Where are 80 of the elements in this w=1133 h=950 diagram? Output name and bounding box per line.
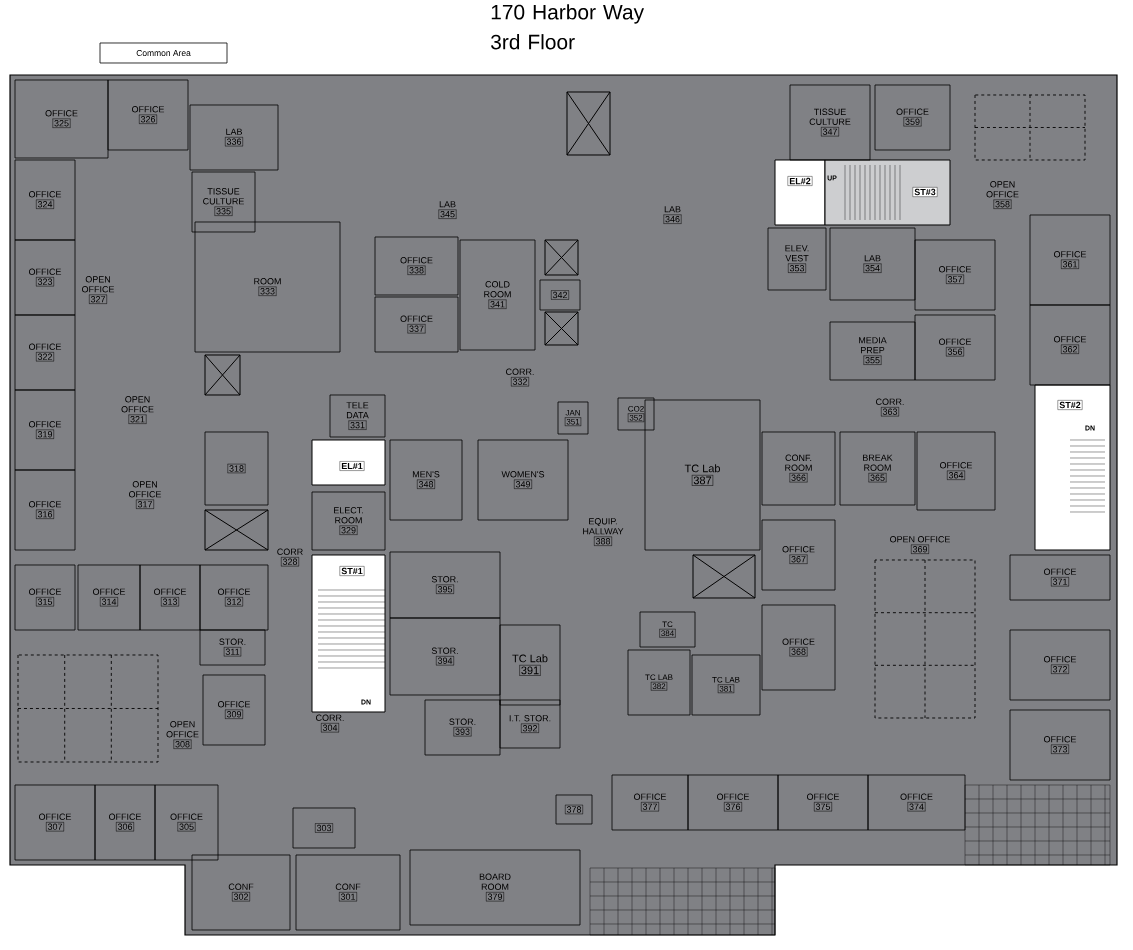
room: OFFICE 374 bbox=[867, 774, 966, 831]
room: ROOM 333 bbox=[194, 221, 341, 353]
room: MEDIA PREP 355 bbox=[829, 321, 916, 381]
room: ELECT. ROOM 329 bbox=[311, 491, 386, 551]
room: OFFICE 375 bbox=[777, 774, 869, 831]
room: OFFICE 364 bbox=[916, 431, 996, 511]
room: OFFICE 372 bbox=[1009, 629, 1111, 701]
room-label: OPEN OFFICE 308 bbox=[166, 721, 199, 749]
room: 378 bbox=[555, 794, 593, 825]
room: MEN'S 348 bbox=[389, 439, 463, 521]
room: OFFICE 325 bbox=[14, 79, 109, 159]
room: OFFICE 323 bbox=[14, 239, 76, 316]
room-label: OPEN OFFICE 358 bbox=[986, 181, 1019, 209]
tag: EL#1 bbox=[339, 461, 365, 471]
room: LAB 354 bbox=[829, 227, 916, 301]
room: OFFICE 326 bbox=[107, 79, 189, 151]
room: OFFICE 356 bbox=[914, 314, 996, 381]
room: I.T. STOR. 392 bbox=[499, 699, 561, 749]
room-label: CORR. 332 bbox=[506, 368, 534, 387]
room: TISSUE CULTURE 347 bbox=[789, 84, 871, 161]
room-label: OPEN OFFICE 369 bbox=[890, 536, 950, 554]
room-label: EQUIP. HALLWAY 388 bbox=[583, 518, 624, 546]
room: OFFICE 315 bbox=[14, 564, 76, 631]
room: TC Lab 387 bbox=[644, 399, 761, 551]
room: BREAK ROOM 365 bbox=[839, 431, 916, 506]
room: BOARD ROOM 379 bbox=[409, 849, 581, 926]
room: OFFICE 305 bbox=[154, 784, 219, 861]
room-label: CORR. 304 bbox=[316, 714, 344, 733]
room: STOR. 393 bbox=[424, 699, 501, 756]
room-label: LAB 345 bbox=[438, 201, 457, 219]
room: 303 bbox=[292, 807, 356, 849]
room: CONF. ROOM 366 bbox=[761, 431, 836, 506]
room: TISSUE CULTURE 335 bbox=[191, 171, 256, 233]
room: STOR. 394 bbox=[389, 617, 501, 696]
room: OFFICE 309 bbox=[202, 674, 266, 746]
room: OFFICE 338 bbox=[374, 236, 459, 296]
room: WOMEN'S 349 bbox=[477, 439, 569, 521]
room: OFFICE 359 bbox=[874, 84, 951, 151]
tag: ST#3 bbox=[912, 187, 938, 197]
room: COLD ROOM 341 bbox=[459, 239, 536, 351]
room: OFFICE 376 bbox=[687, 774, 779, 831]
room: OFFICE 313 bbox=[139, 564, 201, 631]
room: TC Lab 391 bbox=[499, 624, 561, 706]
room: OFFICE 322 bbox=[14, 314, 76, 391]
room: STOR. 311 bbox=[199, 629, 266, 666]
room: TELE DATA 331 bbox=[329, 394, 386, 438]
room: STOR. 395 bbox=[389, 551, 501, 619]
room: OFFICE 362 bbox=[1029, 304, 1111, 386]
tag: ST#2 bbox=[1057, 400, 1083, 410]
room: OFFICE 306 bbox=[94, 784, 156, 861]
room: OFFICE 316 bbox=[14, 469, 76, 551]
room-label: CORR 328 bbox=[277, 548, 303, 567]
room: OFFICE 312 bbox=[199, 564, 269, 631]
room: LAB 336 bbox=[189, 104, 279, 171]
room: OFFICE 307 bbox=[14, 784, 96, 861]
title: 170 Harbor Way 3rd Floor bbox=[491, 4, 644, 50]
room: OFFICE 314 bbox=[77, 564, 141, 631]
room: 318 bbox=[204, 431, 269, 506]
room: 342 bbox=[539, 279, 581, 311]
room-label: CORR. 363 bbox=[876, 398, 904, 417]
room: CONF 302 bbox=[191, 854, 291, 931]
room: OFFICE 337 bbox=[374, 296, 459, 353]
room: OFFICE 367 bbox=[761, 519, 836, 591]
room: OFFICE 357 bbox=[914, 239, 996, 311]
room: OFFICE 368 bbox=[761, 604, 836, 691]
room: ELEV. VEST 353 bbox=[767, 227, 827, 291]
room-label: OPEN OFFICE 321 bbox=[121, 396, 154, 424]
room: OFFICE 373 bbox=[1009, 709, 1111, 781]
room: OFFICE 361 bbox=[1029, 214, 1111, 306]
room: OFFICE 371 bbox=[1009, 554, 1111, 601]
room: OFFICE 377 bbox=[611, 774, 689, 831]
legend-key: Common Area bbox=[99, 42, 228, 64]
room-label: LAB 346 bbox=[663, 206, 682, 224]
room: OFFICE 319 bbox=[14, 389, 76, 471]
room: OFFICE 324 bbox=[14, 159, 76, 241]
room-label: OPEN OFFICE 327 bbox=[82, 276, 115, 304]
tag: EL#2 bbox=[787, 176, 813, 186]
room-label: OPEN OFFICE 317 bbox=[129, 481, 162, 509]
tag: ST#1 bbox=[339, 566, 365, 576]
room: CONF 301 bbox=[295, 854, 401, 931]
